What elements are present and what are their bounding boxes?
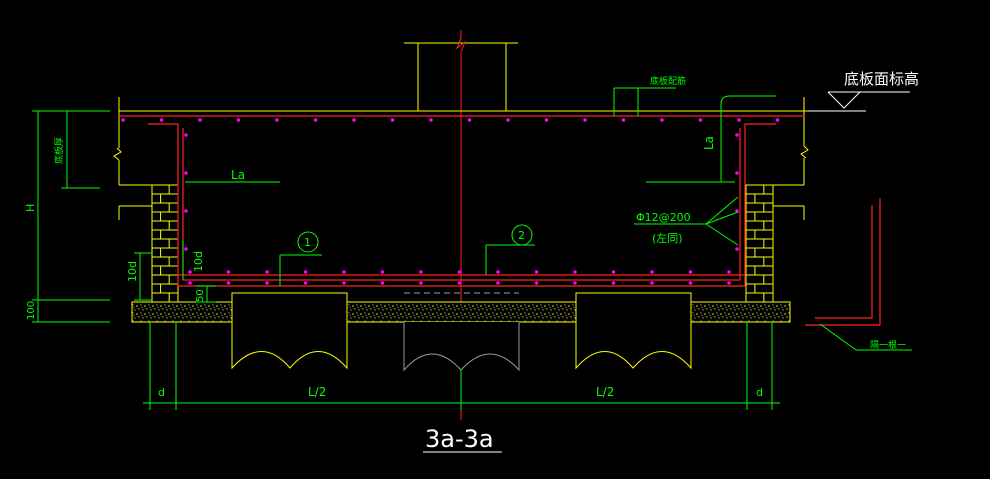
rebar-dot <box>303 270 308 274</box>
rebar-dot <box>650 270 654 274</box>
rebar-dot <box>496 281 500 285</box>
dim-d-left: d <box>158 386 165 399</box>
callout-2-label: 2 <box>518 229 525 242</box>
rebar-dot <box>390 118 395 122</box>
dim-half-right: L/2 <box>596 385 614 399</box>
rebar-dot <box>775 118 780 122</box>
rebar-spec: Φ12@200 <box>636 211 691 224</box>
rebar-dot <box>419 281 423 285</box>
rebar-dot <box>735 247 739 251</box>
rebar-dot <box>573 270 577 274</box>
rebar-dot <box>265 281 269 285</box>
rebar-dot <box>506 118 510 122</box>
rebar-dot <box>226 281 231 285</box>
culvert-right <box>575 292 692 370</box>
annotation-lines <box>32 87 912 453</box>
rebar-dot <box>727 281 731 285</box>
rebar-dot <box>573 281 577 285</box>
rebar-dot <box>380 281 385 285</box>
brick-wall-left <box>151 184 179 303</box>
rebar-dot <box>342 270 346 274</box>
rebar-dot <box>188 281 192 285</box>
rebar-dot <box>650 281 654 285</box>
rebar-dot <box>121 118 125 122</box>
callout-1-label: 1 <box>304 236 311 249</box>
callout-1-circle <box>297 231 319 253</box>
rebar-dot <box>159 118 164 122</box>
rebar-dot <box>457 281 462 285</box>
rebar-dot <box>735 133 739 137</box>
rebar-dot <box>184 133 188 137</box>
rebar-dot <box>583 118 587 122</box>
rebar-dots <box>121 118 780 285</box>
dim-half-left: L/2 <box>308 385 326 399</box>
rebar-dot <box>303 281 308 285</box>
rebar-dot <box>611 270 616 274</box>
rebar-dot <box>737 118 741 122</box>
callout-2-circle <box>511 224 533 246</box>
rebar-dot <box>534 270 539 274</box>
anchorage-label-left: La <box>231 168 245 182</box>
dim-10d-left: 10d <box>126 261 139 282</box>
rebar-dot <box>226 270 231 274</box>
rebar-dot <box>688 270 693 274</box>
elevation-marker <box>808 91 910 112</box>
column-stub <box>404 42 518 111</box>
dim-d-right: d <box>756 386 763 399</box>
rebar-dot <box>265 270 269 274</box>
rebar-dot <box>727 270 731 274</box>
rebar-dot <box>275 118 279 122</box>
rebar-dot <box>188 270 192 274</box>
rebar-dot <box>688 281 693 285</box>
rebar-dot <box>313 118 318 122</box>
rebar-dot <box>184 247 188 251</box>
anchorage-label-right: La <box>702 136 716 150</box>
rebar-dot <box>457 270 462 274</box>
rebar-dot <box>621 118 626 122</box>
rebar-dot <box>184 209 188 213</box>
rebar-dot <box>534 281 539 285</box>
rebar-dot <box>342 281 346 285</box>
elevation-label: 底板面标高 <box>844 70 919 88</box>
rebar-dot <box>236 118 241 122</box>
rebar-lines <box>119 115 881 326</box>
rebar-dot <box>496 270 500 274</box>
rebar-dot <box>198 118 202 122</box>
dim-H-label: H <box>24 204 37 212</box>
rebar-dot <box>419 270 423 274</box>
rebar-dot <box>611 281 616 285</box>
rebar-dot <box>380 270 385 274</box>
dim-100: 100 <box>26 301 37 320</box>
bottom-rebar-label: 底板配筋 <box>650 75 686 87</box>
section-title: 3a-3a <box>425 425 494 453</box>
slab-thickness-label: 底板厚 <box>53 137 65 164</box>
rebar-dot <box>660 118 664 122</box>
dim-10d-right: 10d <box>192 251 205 272</box>
rebar-dot <box>698 118 703 122</box>
hidden-label: 隔一根一 <box>870 339 906 351</box>
rebar-dot <box>184 171 188 175</box>
rebar-dot <box>735 171 739 175</box>
culvert-left <box>231 292 348 370</box>
rebar-dot <box>352 118 356 122</box>
rebar-dot <box>429 118 433 122</box>
rebar-dot <box>467 118 472 122</box>
rebar-note: (左同) <box>652 232 683 245</box>
brick-wall-right <box>745 184 774 303</box>
rebar-dot <box>544 118 549 122</box>
dim-50: 50 <box>195 289 206 302</box>
